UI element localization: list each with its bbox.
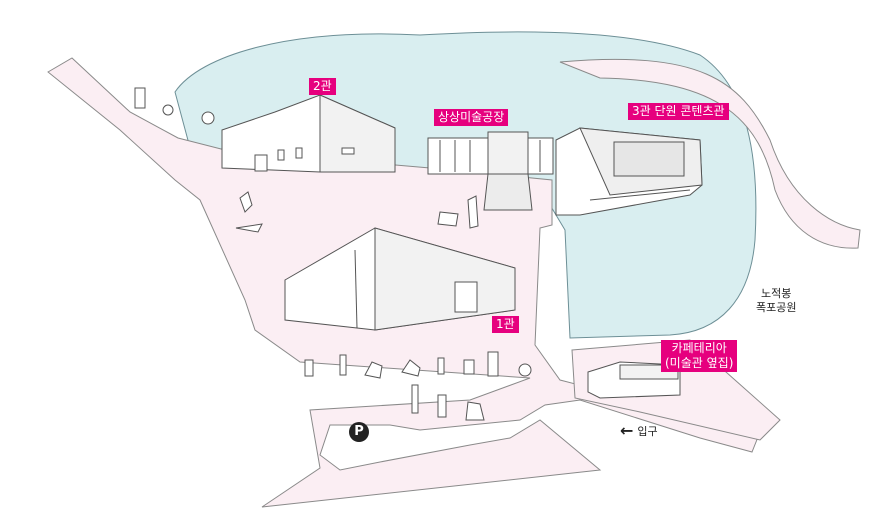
sculptures [134, 87, 532, 421]
cafe-label: 카페테리아 (미술관 옆집) [661, 340, 738, 372]
hall1-building [284, 227, 516, 331]
factory-building [427, 131, 554, 211]
cafe-label-line2: (미술관 옆집) [665, 356, 734, 370]
arrow-left-icon: ← [620, 421, 634, 440]
falls-park-label: 노적봉 폭포공원 [756, 287, 796, 315]
falls-park-line1: 노적봉 [761, 287, 792, 300]
factory-label: 상상미술공장 [434, 109, 509, 126]
falls-park-line2: 폭포공원 [756, 301, 797, 314]
side-path [559, 58, 861, 249]
parking-icon: P [349, 422, 369, 442]
hall3-building [555, 127, 703, 216]
cafe-label-line1: 카페테리아 [671, 341, 727, 355]
entrance-text: 입구 [637, 425, 658, 438]
entrance-label: ←입구 [620, 421, 658, 440]
hall2-building [221, 94, 396, 173]
hall3-label: 3관 단원 콘텐츠관 [628, 103, 729, 120]
hall2-label: 2관 [309, 78, 336, 95]
cafe-building [587, 361, 681, 399]
hall1-label: 1관 [492, 316, 519, 333]
